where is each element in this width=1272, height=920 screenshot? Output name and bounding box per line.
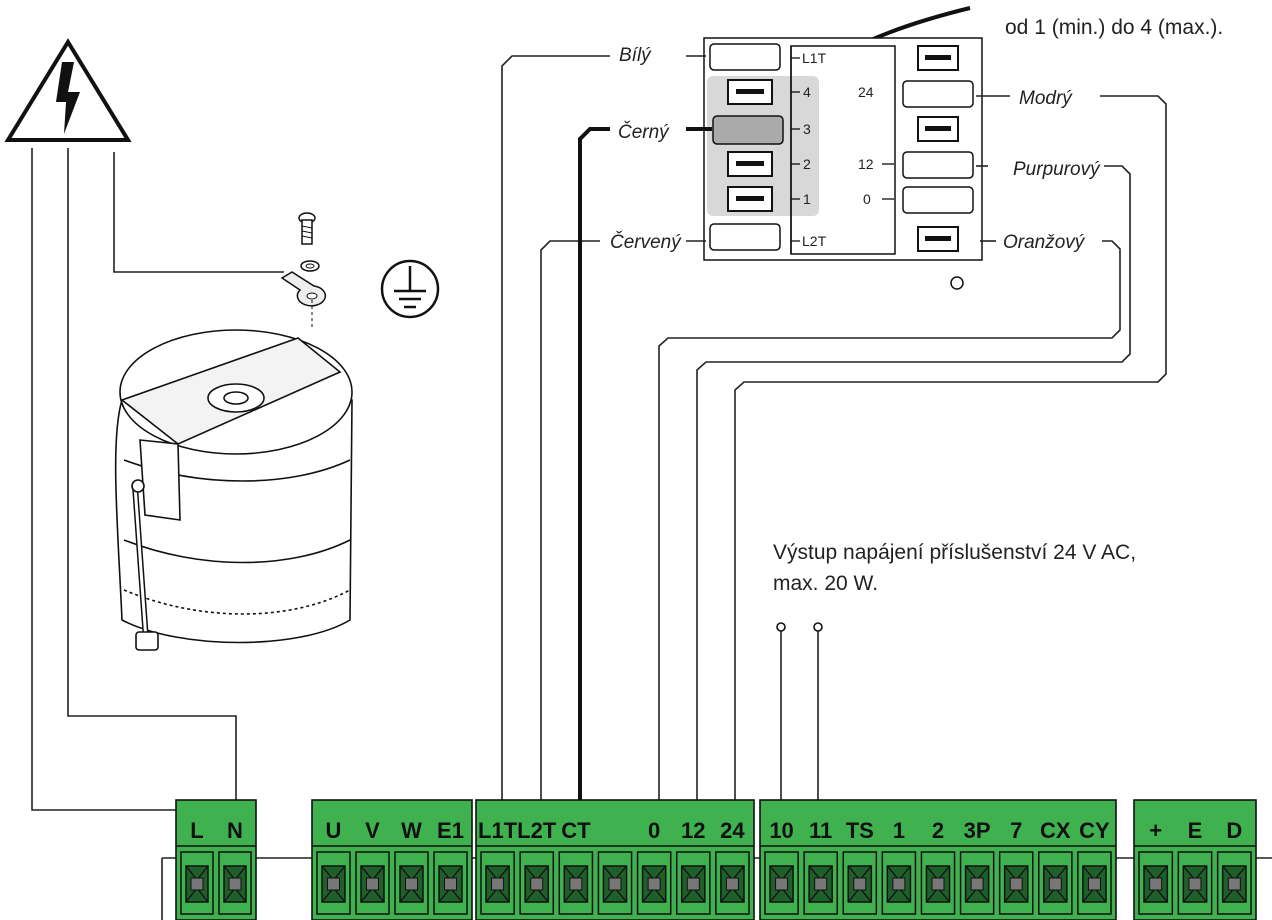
tap-label-12: 12 bbox=[858, 156, 874, 172]
transformer-right-connectors bbox=[902, 45, 974, 252]
transformer-panel bbox=[703, 37, 983, 290]
terminal-transformer-0: 0 bbox=[636, 818, 672, 915]
terminal-label: E bbox=[1188, 818, 1203, 843]
terminal-power-L: L bbox=[180, 818, 214, 915]
accessory-note-line-2: max. 20 W. bbox=[773, 572, 878, 595]
terminal-label: W bbox=[401, 818, 422, 843]
terminal-label: 3P bbox=[964, 818, 991, 843]
terminal-label: 7 bbox=[1010, 818, 1022, 843]
wire-label-red: Červený bbox=[610, 231, 682, 253]
terminal-encoder-+: + bbox=[1138, 818, 1174, 915]
terminal-transformer-L2T: L2T bbox=[517, 818, 557, 915]
wire-label-black: Černý bbox=[618, 121, 670, 143]
terminal-label: CX bbox=[1040, 818, 1071, 843]
mounting-hole bbox=[950, 276, 964, 290]
terminal-label: L bbox=[190, 818, 203, 843]
terminal-transformer-24: 24 bbox=[715, 818, 750, 915]
terminal-label: TS bbox=[846, 818, 874, 843]
terminal-transformer-blank bbox=[597, 851, 633, 915]
terminal-10-pin bbox=[776, 622, 786, 632]
wire-label-white: Bílý bbox=[619, 45, 652, 66]
terminal-label: E1 bbox=[437, 818, 464, 843]
tap-label-4: 4 bbox=[803, 84, 811, 100]
terminal-controls-10: 10 bbox=[764, 818, 799, 915]
terminal-label: V bbox=[365, 818, 380, 843]
terminal-motor-E1: E1 bbox=[433, 818, 468, 915]
tap-label-2: 2 bbox=[803, 156, 811, 172]
terminal-controls-2: 2 bbox=[920, 818, 956, 915]
terminal-label: CT bbox=[561, 818, 591, 843]
terminal-label: L2T bbox=[517, 818, 557, 843]
terminal-label: L1T bbox=[478, 818, 518, 843]
wire-label-purple: Purpurový bbox=[1013, 159, 1101, 180]
tap-label-24: 24 bbox=[858, 84, 874, 100]
terminal-encoder-E: E bbox=[1177, 818, 1213, 915]
terminal-label: 11 bbox=[809, 818, 832, 843]
accessory-note-line-1: Výstup napájení příslušenství 24 V AC, bbox=[773, 541, 1136, 564]
terminal-transformer-CT: CT bbox=[558, 818, 594, 915]
terminal-label: 1 bbox=[893, 818, 905, 843]
tap-ticks bbox=[791, 57, 894, 242]
terminal-controls-CX: CX bbox=[1038, 818, 1073, 915]
grounding-screw-icon bbox=[280, 212, 327, 330]
transformer-left-connectors bbox=[709, 43, 784, 251]
tap-label-0: 0 bbox=[863, 191, 871, 207]
earth-ground-icon bbox=[380, 259, 440, 319]
terminal-label: N bbox=[227, 818, 243, 843]
terminal-label: CY bbox=[1079, 818, 1110, 843]
terminal-label: U bbox=[326, 818, 342, 843]
terminal-controls-7: 7 bbox=[998, 818, 1034, 915]
terminal-11-pin bbox=[813, 622, 823, 632]
terminal-controls-3P: 3P bbox=[959, 818, 995, 915]
terminal-motor-U: U bbox=[316, 818, 351, 915]
terminal-encoder-D: D bbox=[1216, 818, 1252, 915]
wire-label-orange: Oranžový bbox=[1003, 232, 1086, 253]
terminal-controls-CY: CY bbox=[1077, 818, 1112, 915]
terminal-controls-TS: TS bbox=[842, 818, 878, 915]
terminal-block-controls: 10 11 TS 1 2 3P 7 CX CY bbox=[759, 799, 1117, 920]
terminal-label: 0 bbox=[648, 818, 660, 843]
high-voltage-warning-icon bbox=[4, 38, 132, 142]
terminal-label: 12 bbox=[681, 818, 705, 843]
terminal-motor-V: V bbox=[355, 818, 390, 915]
terminal-label: 10 bbox=[769, 818, 793, 843]
wire-label-blue: Modrý bbox=[1019, 88, 1073, 109]
terminal-label: + bbox=[1149, 818, 1162, 843]
tap-label-1: 1 bbox=[803, 191, 811, 207]
terminal-label: 24 bbox=[720, 818, 745, 843]
terminal-transformer-L1T: L1T bbox=[478, 818, 518, 915]
terminal-label: D bbox=[1226, 818, 1242, 843]
terminal-controls-1: 1 bbox=[881, 818, 917, 915]
tap-label-l2t: L2T bbox=[802, 233, 827, 249]
tap-label-l1t: L1T bbox=[802, 50, 827, 66]
top-note: od 1 (min.) do 4 (max.). bbox=[1005, 16, 1223, 39]
terminal-label: 2 bbox=[932, 818, 944, 843]
tap-label-3: 3 bbox=[803, 121, 811, 137]
terminal-transformer-12: 12 bbox=[675, 818, 711, 915]
terminal-motor-W: W bbox=[394, 818, 429, 915]
terminal-controls-11: 11 bbox=[803, 818, 838, 915]
motor-illustration bbox=[114, 329, 353, 651]
terminal-power-N: N bbox=[218, 818, 252, 915]
